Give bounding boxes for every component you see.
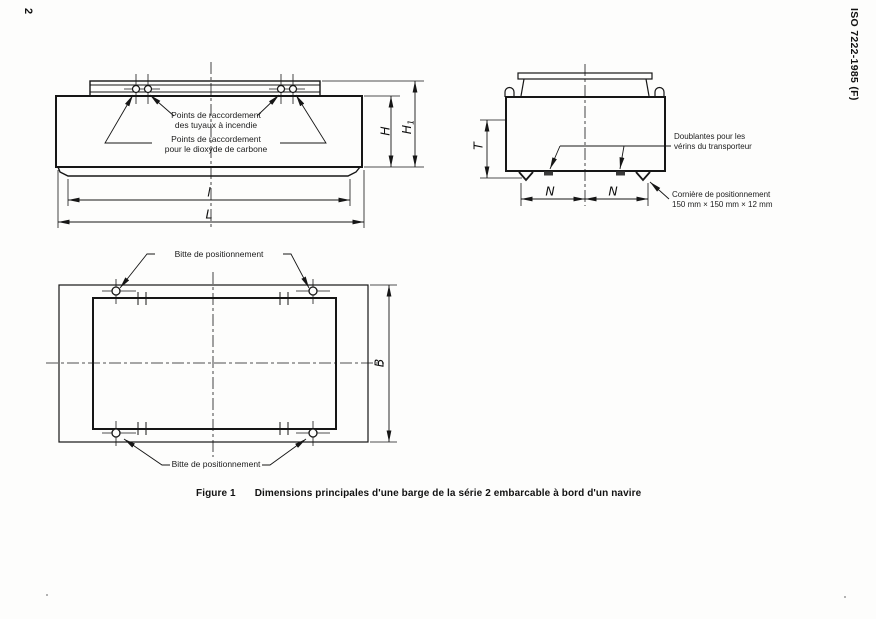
page-mark-dot — [46, 594, 48, 596]
end-view-linework — [480, 64, 671, 206]
label-co2-connections: Points de raccordement pour le dioxyde d… — [164, 134, 268, 155]
dim-label-H1-subscript: 1 — [406, 119, 416, 125]
standard-reference: ISO 7222-1985 (F) — [848, 8, 860, 101]
label-bitt-top: Bitte de positionnement — [174, 249, 264, 259]
dim-label-H: H — [377, 126, 393, 136]
label-bitt-bottom: Bitte de positionnement — [171, 459, 261, 469]
dim-label-N-right: N — [608, 183, 618, 199]
dim-label-H1: H1 — [399, 120, 416, 135]
dim-label-H1-base: H — [398, 124, 414, 135]
side-view-linework — [55, 62, 424, 230]
dim-label-l: l — [207, 184, 211, 200]
plan-view-linework — [46, 253, 397, 466]
dim-label-N-left: N — [545, 183, 555, 199]
figure-caption: Figure 1 Dimensions principales d'une ba… — [196, 488, 641, 499]
figure-caption-title: Dimensions principales d'une barge de la… — [254, 488, 642, 499]
page-number: 2 — [22, 8, 34, 15]
figure-caption-label: Figure 1 — [196, 488, 236, 499]
label-doubler-plates: Doublantes pour les vérins du transporte… — [674, 132, 752, 151]
dim-label-B: B — [371, 358, 387, 368]
dim-label-T: T — [470, 142, 486, 150]
page-mark-dot — [844, 596, 846, 598]
label-fire-connections: Points de raccordement des tuyaux à ince… — [171, 110, 261, 131]
dim-label-L: L — [205, 206, 213, 222]
label-positioning-angle: Cornière de positionnement 150 mm × 150 … — [672, 190, 773, 209]
